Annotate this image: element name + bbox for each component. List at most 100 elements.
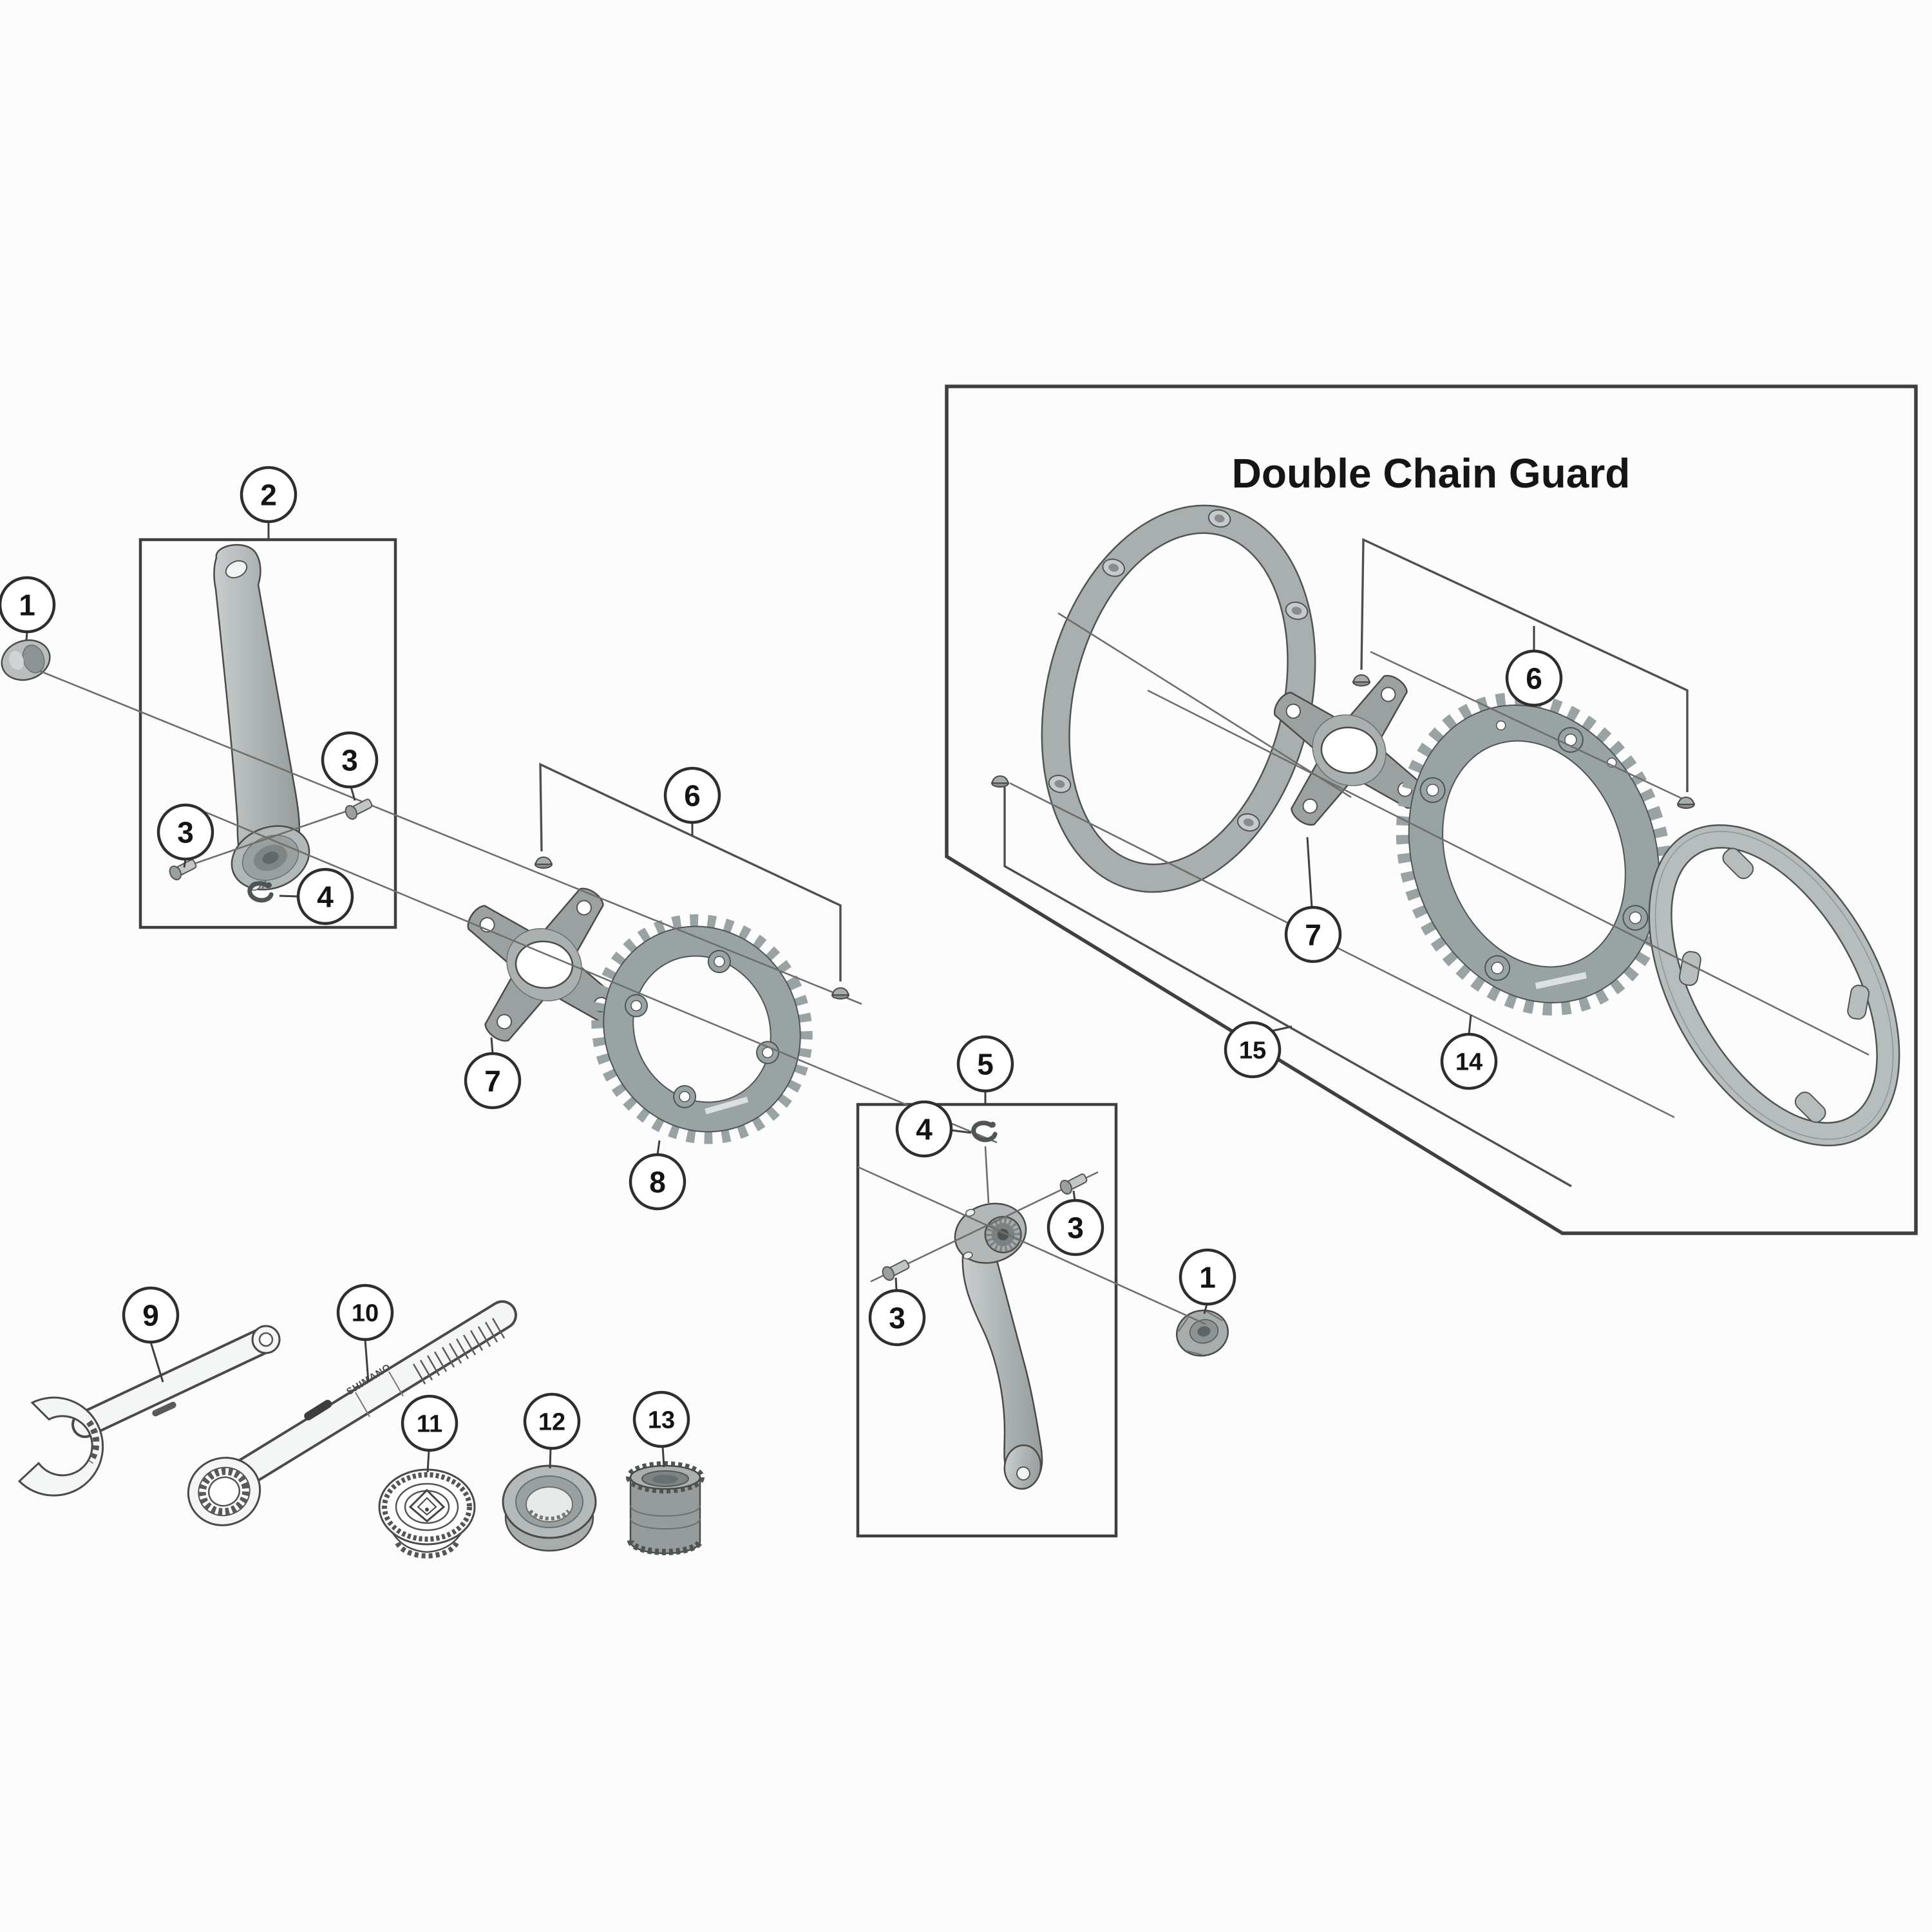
callout-circle [663, 766, 721, 824]
guide-line [173, 802, 369, 872]
chainring-bolt-tabs [1419, 726, 1649, 981]
callout-circle [956, 1035, 1014, 1093]
callout-circle [321, 731, 379, 789]
inner-guard-tabs [1678, 848, 1870, 1123]
callout-bracket-line [1360, 538, 1689, 792]
pedal-eye-hole [1016, 1466, 1030, 1481]
guide-line [1057, 612, 1352, 799]
chainring-fixing-bolt [1677, 797, 1695, 809]
callout-10: 10 [336, 1283, 394, 1383]
callout-1: 1 [1179, 1248, 1236, 1314]
callout-2: 2 [240, 466, 298, 540]
crank-arm-cap-left [1, 639, 51, 681]
callout-4: 4 [895, 1100, 972, 1158]
right-crank-arm [954, 1202, 1043, 1490]
callout-circle [122, 1286, 180, 1344]
guide-line [1147, 689, 1870, 1056]
callout-number: 3 [889, 1302, 905, 1335]
lockring-tool [626, 1461, 705, 1555]
callout-9: 9 [122, 1286, 180, 1383]
callout-8: 8 [629, 1140, 687, 1211]
callout-circle [1224, 1021, 1282, 1079]
callout-12: 12 [523, 1392, 581, 1469]
callout-stem [656, 1140, 661, 1155]
callout-number: 11 [417, 1411, 442, 1438]
crank-arm-cap-right [1175, 1309, 1229, 1357]
callout-number: 2 [260, 478, 277, 512]
right-crank-arm-box [856, 1103, 1118, 1538]
callout-stem [1072, 1190, 1076, 1201]
callout-circle [1505, 649, 1563, 707]
callout-circle [1046, 1198, 1104, 1256]
callout-3: 3 [321, 731, 379, 801]
callout-number: 7 [1305, 918, 1321, 952]
callout-circle [156, 803, 214, 861]
callout-number: 10 [352, 1300, 379, 1327]
right-crank-axle-boss [954, 1202, 1027, 1264]
callout-stem [1271, 1025, 1293, 1032]
inner-chain-guard [1648, 824, 1900, 1147]
callout-circle [523, 1392, 581, 1450]
callout-stem [549, 1448, 552, 1469]
callout-number: 4 [916, 1113, 933, 1146]
callout-number: 6 [684, 779, 701, 813]
callout-circle [0, 576, 56, 634]
callout-circle [895, 1100, 953, 1158]
callout-circle [464, 1052, 522, 1110]
callout-circle [629, 1153, 687, 1211]
callout-circle [401, 1394, 459, 1452]
wrench-hang-hole [258, 1332, 274, 1347]
callout-number: 8 [649, 1166, 666, 1199]
callout-number: 3 [341, 744, 358, 777]
callout-7: 7 [1284, 837, 1342, 963]
ring-spanner-tool: SHIMANO [187, 1300, 517, 1526]
callout-stem [1203, 1303, 1208, 1314]
callout-13: 13 [632, 1390, 690, 1468]
guide-line [1370, 650, 1683, 800]
callout-5: 5 [956, 1035, 1014, 1104]
callout-number: 3 [1067, 1211, 1084, 1245]
grip-serrations [412, 1318, 506, 1385]
callout-stem [1468, 1014, 1472, 1035]
safety-clip [972, 1121, 998, 1142]
callout-15: 15 [1224, 1021, 1293, 1079]
callout-14: 14 [1440, 1014, 1498, 1090]
callout-stem [661, 1446, 665, 1468]
callout-3: 3 [868, 1277, 926, 1347]
chainring-fixing-bolt [1352, 674, 1370, 687]
callout-stem [490, 1037, 494, 1054]
callout-number: 14 [1455, 1049, 1482, 1076]
callout-circle [1179, 1248, 1236, 1306]
guide-line [39, 670, 862, 1005]
double-chain-guard-box [945, 384, 1918, 1235]
guard-bolt-bosses [1048, 509, 1309, 832]
callout-circle [632, 1390, 690, 1448]
callout-circle [240, 466, 298, 524]
spanner-ring-head [187, 1457, 261, 1526]
chainring-fixing-bolt [535, 857, 553, 869]
callout-circle [1440, 1032, 1498, 1090]
callout-7: 7 [464, 1037, 522, 1110]
bottom-bracket-wrench-tool [17, 1325, 281, 1497]
callout-1: 1 [0, 576, 56, 641]
callout-stem [1306, 837, 1313, 908]
callout-number: 1 [19, 589, 35, 622]
guide-line [984, 1146, 990, 1204]
axle-spline-hole [984, 1216, 1022, 1254]
callout-6: 6 [1505, 626, 1563, 707]
safety-clip [249, 881, 274, 902]
callout-stem [149, 1341, 164, 1383]
outer-chain-guard [1041, 504, 1316, 893]
callout-circle [296, 867, 354, 925]
left-crank-axle-boss [231, 825, 310, 891]
double-chain-guard-title: Double Chain Guard [1232, 450, 1631, 497]
callout-number: 7 [484, 1065, 501, 1098]
callout-11: 11 [401, 1394, 459, 1473]
left-crank-arm [213, 544, 310, 891]
callout-number: 3 [177, 816, 194, 849]
callout-circle [1284, 905, 1342, 963]
bottom-bracket-adapter [502, 1464, 597, 1552]
callout-number: 4 [317, 880, 334, 914]
callout-circle [336, 1283, 394, 1341]
